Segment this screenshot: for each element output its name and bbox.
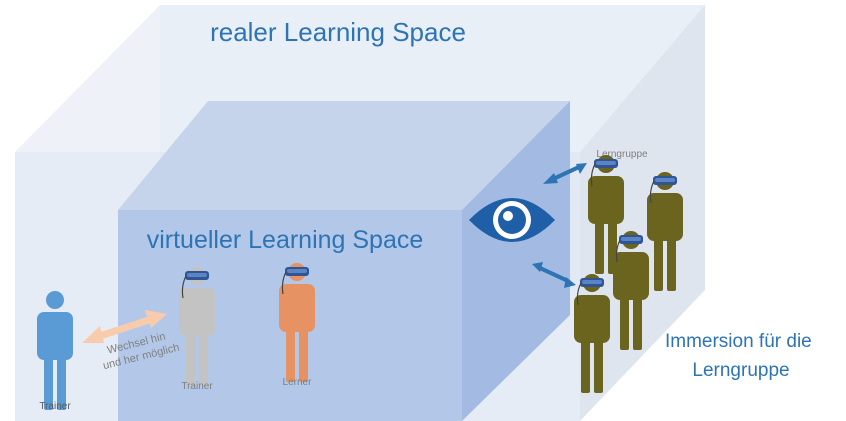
- eye-icon: [469, 198, 555, 242]
- real-space-title: realer Learning Space: [210, 17, 466, 47]
- trainer-virtual-label: Trainer: [181, 381, 213, 392]
- immersion-caption: Immersion für die Lerngruppe: [665, 331, 817, 381]
- virtual-space-title: virtueller Learning Space: [147, 226, 424, 254]
- immersion-caption-line2: Lerngruppe: [692, 360, 789, 381]
- virtual-cube-right-face: [462, 101, 570, 421]
- view-arrow-upper: [543, 163, 587, 184]
- virtual-cube-top-face: [118, 101, 570, 210]
- learner-label: Lerner: [283, 377, 313, 388]
- switch-arrow: [82, 310, 167, 343]
- group-label: Lerngruppe: [596, 149, 648, 160]
- view-arrow-lower: [532, 262, 576, 288]
- immersion-caption-line1: Immersion für die: [665, 331, 812, 352]
- real-room-right-face: [580, 5, 705, 421]
- trainer-real-label: Trainer: [39, 401, 71, 412]
- virtual-space-cube: [118, 101, 570, 421]
